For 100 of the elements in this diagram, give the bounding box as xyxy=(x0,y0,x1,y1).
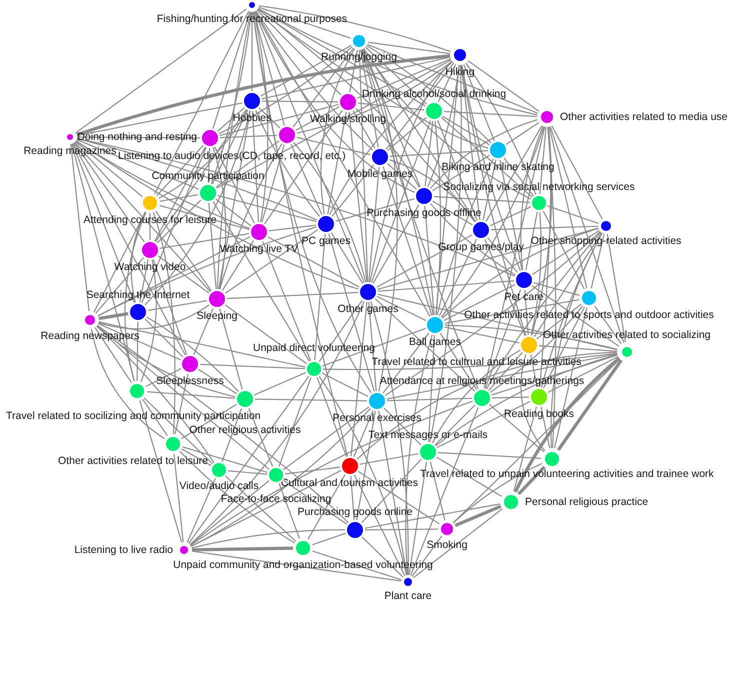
network-edge xyxy=(444,299,580,324)
network-edge xyxy=(96,324,349,524)
network-edge xyxy=(440,332,478,390)
node-label: Reading magazines xyxy=(24,145,116,157)
network-edge xyxy=(212,146,226,290)
network-edge xyxy=(499,159,523,271)
network-edge xyxy=(254,372,306,396)
network-edge xyxy=(530,211,542,336)
network-edge xyxy=(75,140,250,230)
network-edge xyxy=(356,352,618,460)
network-edge xyxy=(318,300,363,362)
network-edge xyxy=(188,376,310,544)
node-label: Purchasing goods offline xyxy=(366,207,482,219)
network-edge xyxy=(542,210,585,290)
network-edge xyxy=(198,368,238,394)
network-edge xyxy=(149,212,151,241)
network-edge xyxy=(284,466,341,474)
network-edge xyxy=(362,48,421,188)
network-edge xyxy=(216,140,280,188)
node-label: Other activities related to socializing xyxy=(543,329,710,341)
network-edge xyxy=(432,200,473,226)
node-label: Community participation xyxy=(152,170,264,182)
network-edge xyxy=(376,234,473,288)
network-edge xyxy=(547,126,556,449)
network-edge xyxy=(226,292,359,300)
network-edge xyxy=(219,143,282,290)
network-edge xyxy=(428,334,435,443)
network-edge xyxy=(452,462,542,524)
network-edge xyxy=(370,301,409,576)
network-edge xyxy=(540,232,603,388)
network-edge xyxy=(156,144,204,196)
network-edge xyxy=(322,352,618,370)
network-edge xyxy=(488,352,523,392)
network-edge xyxy=(424,120,434,187)
network-edge xyxy=(358,49,368,283)
network-edge xyxy=(506,122,540,145)
network-edge xyxy=(532,285,620,347)
network-edge xyxy=(550,232,603,449)
node-label: Attending courses for leisure xyxy=(83,214,217,226)
network-edge xyxy=(278,482,300,540)
network-edge xyxy=(159,194,199,202)
network-edge xyxy=(224,304,308,364)
network-edge xyxy=(314,233,326,361)
network-edge xyxy=(141,146,207,304)
network-edge xyxy=(261,144,285,223)
network-edge xyxy=(442,228,599,319)
network-edge xyxy=(454,504,502,528)
network-edge xyxy=(374,298,476,392)
network-edge xyxy=(433,196,531,203)
network-edge xyxy=(155,108,247,242)
network-edge xyxy=(212,11,250,130)
network-edge xyxy=(217,194,317,222)
node-label: Face-to-face socializing xyxy=(220,493,332,505)
node-label: Watching live TV xyxy=(220,243,298,255)
node-label: Personal exercises xyxy=(332,412,422,424)
network-edge xyxy=(366,44,538,114)
network-edge xyxy=(539,126,547,195)
node-label: Socializing via social networking services xyxy=(443,181,635,193)
network-edge xyxy=(251,11,253,92)
network-edge xyxy=(215,198,252,226)
network-edge xyxy=(254,10,416,193)
node-label: Running/jogging xyxy=(321,51,397,63)
network-edge xyxy=(590,233,605,289)
network-edge xyxy=(408,461,428,576)
network-edge xyxy=(290,144,323,216)
node-label: Personal religious practice xyxy=(525,496,648,508)
network-edge xyxy=(74,140,143,198)
network-edge xyxy=(146,391,236,399)
network-edge xyxy=(282,480,348,525)
network-edge xyxy=(72,142,135,304)
network-edge xyxy=(216,107,246,132)
network-edge xyxy=(142,398,168,436)
network-edge xyxy=(353,410,374,458)
network-edge xyxy=(504,157,534,196)
network-edge xyxy=(465,62,536,196)
network-edge xyxy=(158,255,210,294)
network-edge xyxy=(210,11,252,184)
network-edge xyxy=(514,356,621,494)
network-edge xyxy=(386,353,618,400)
network-edge xyxy=(255,110,320,217)
node-label: Attendance at religious meetings/gatherings xyxy=(380,375,584,387)
network-edge xyxy=(321,372,369,398)
network-edge xyxy=(312,532,346,546)
network-edge xyxy=(322,328,426,366)
network-edge xyxy=(252,110,260,223)
node-label: Mobile games xyxy=(347,168,413,180)
network-edge xyxy=(253,11,268,223)
network-edge xyxy=(362,536,404,578)
network-edge xyxy=(382,166,432,316)
network-edge xyxy=(159,233,250,249)
network-edge xyxy=(181,448,212,466)
network-edge xyxy=(258,5,452,52)
network-edge xyxy=(212,201,310,362)
network-edge xyxy=(539,126,552,388)
network-edge xyxy=(94,211,146,313)
network-edge xyxy=(254,398,368,402)
network-edge xyxy=(532,230,600,276)
network-edge xyxy=(490,206,532,226)
network-edge xyxy=(377,294,618,350)
network-edge xyxy=(144,110,250,306)
